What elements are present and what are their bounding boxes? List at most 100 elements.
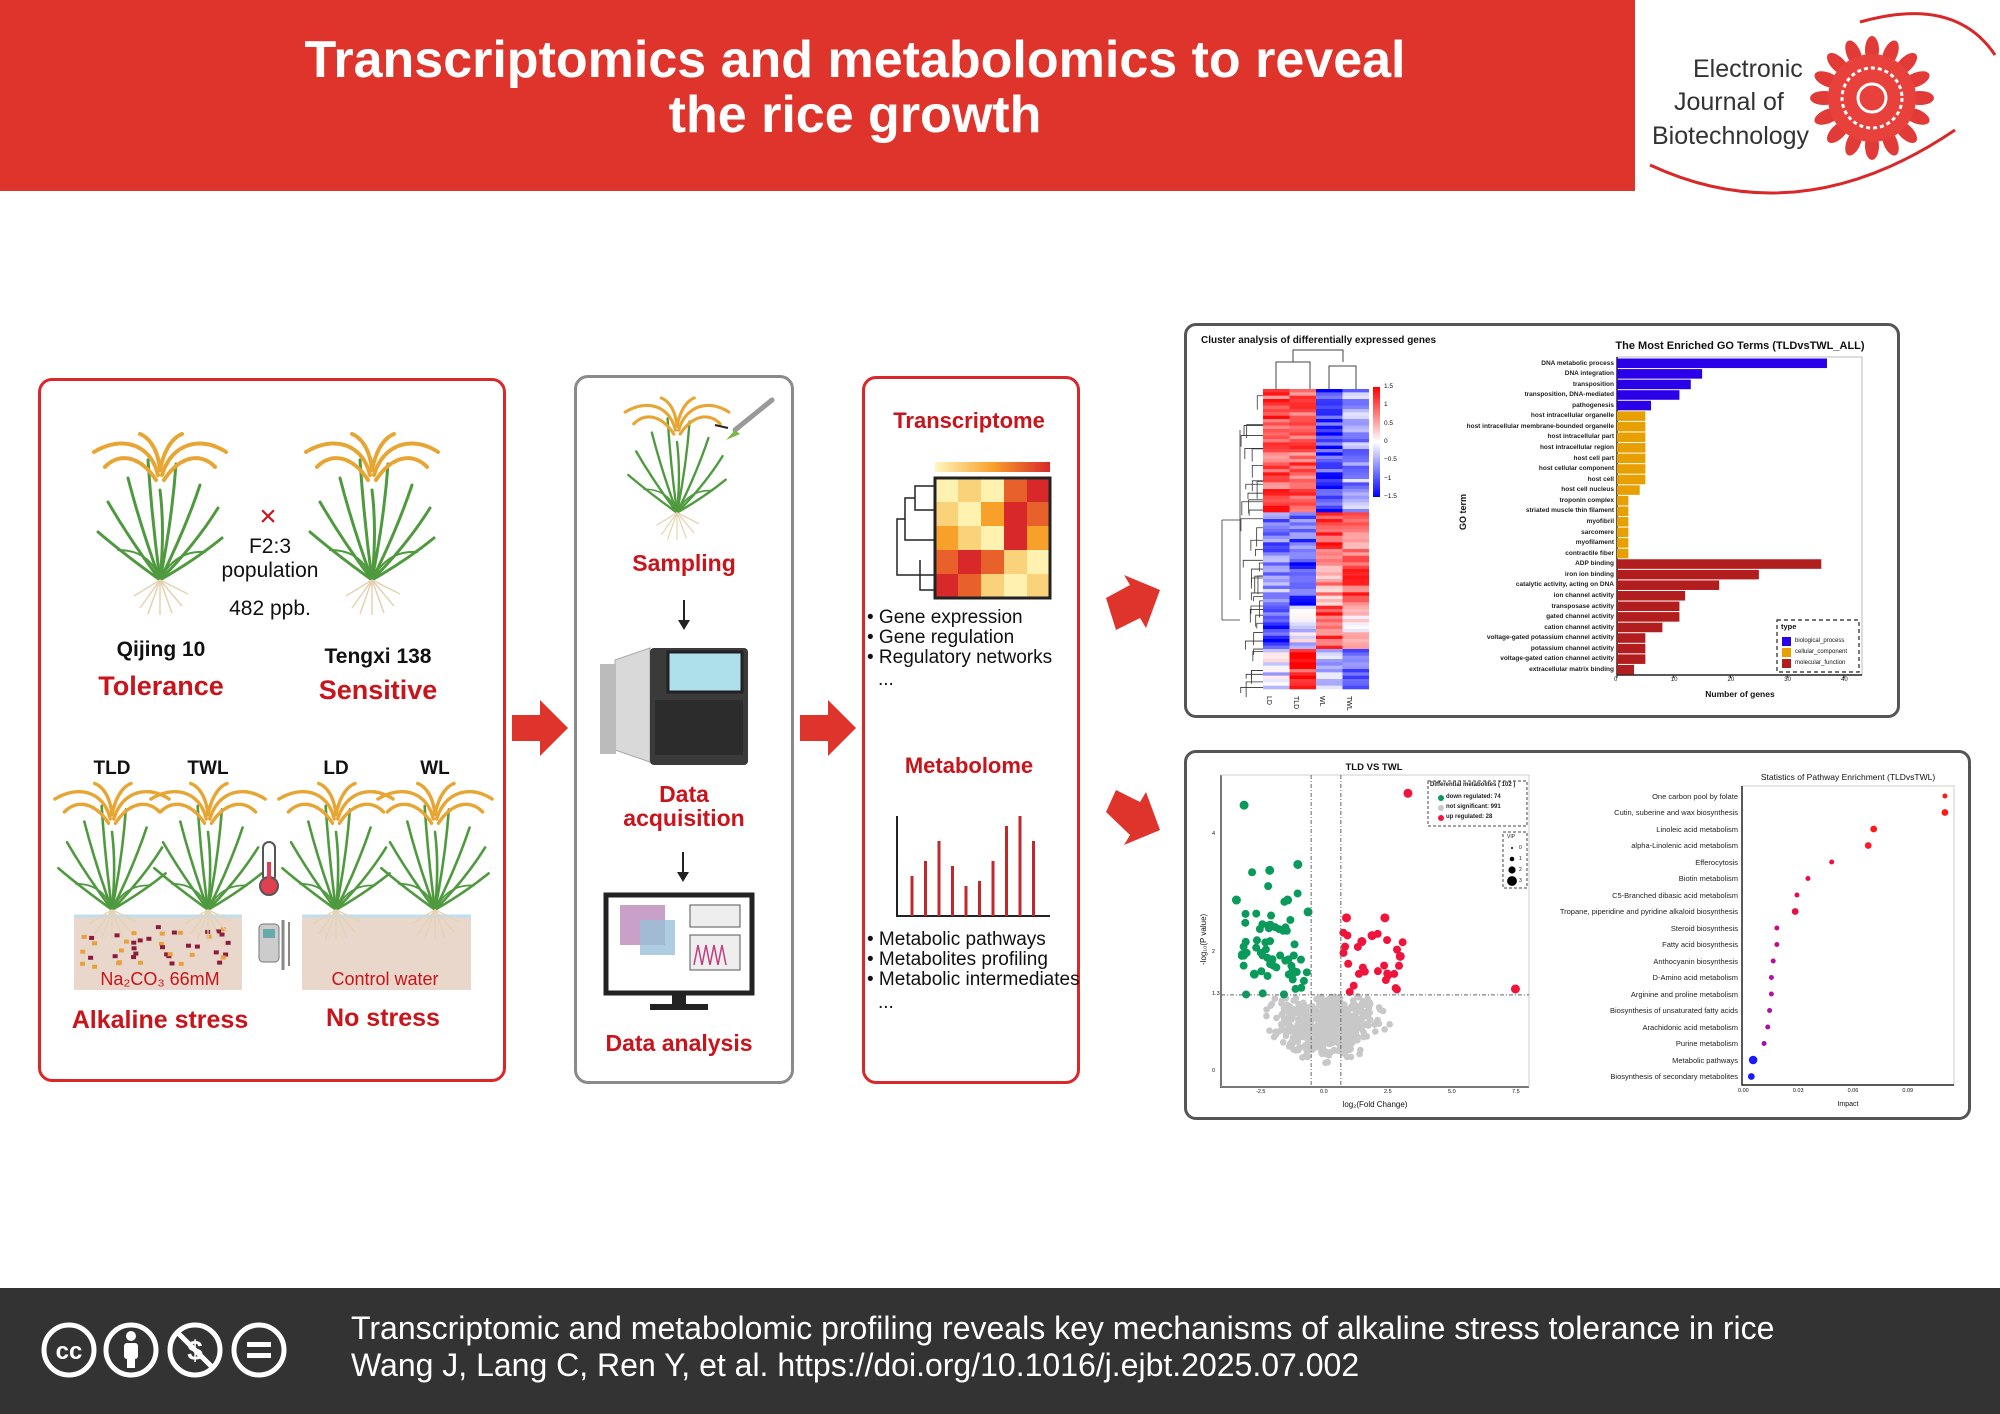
heatmap-cell: [1342, 675, 1369, 680]
row-dendrogram: [1247, 492, 1263, 500]
heatmap-cell: [1289, 559, 1316, 563]
down-point: [1282, 926, 1291, 935]
ns-point: [1304, 1041, 1312, 1049]
heatmap-cell: [1289, 575, 1316, 580]
salt-particle: [89, 935, 95, 940]
heatmap-cell: [1316, 512, 1343, 516]
transcriptome-item: • Gene expression: [867, 607, 1023, 628]
heatmap-cell: [1289, 622, 1316, 626]
heatmap-cell: [1316, 579, 1343, 583]
salt-particle: [80, 961, 86, 966]
heatmap-cell: [1342, 392, 1369, 396]
x-tick-label: 0.00: [1738, 1088, 1749, 1094]
heatmap-cell: [1027, 550, 1050, 574]
go-term-label: contractile fiber: [1565, 549, 1614, 557]
heatmap-cell: [1342, 529, 1369, 533]
row-dendrogram: [1252, 650, 1263, 662]
salt-particle: [167, 952, 173, 957]
down-point: [1290, 940, 1299, 949]
go-term-label: gated channel activity: [1546, 613, 1614, 621]
go-bar: [1617, 421, 1646, 432]
pathway-point: [1768, 975, 1774, 980]
row-dendrogram: [1240, 518, 1263, 532]
journal-logo: [1649, 12, 1997, 195]
heatmap-cell: [1263, 499, 1290, 503]
heatmap-cell: [1316, 442, 1343, 446]
heatmap-cell: [1342, 682, 1369, 686]
heatmap-cell: [1263, 492, 1290, 496]
heatmap-cell: [1316, 459, 1343, 463]
pathway-label: One carbon pool by folate: [1652, 791, 1738, 801]
heatmap-cell: [1342, 659, 1369, 663]
heatmap-cell: [1316, 612, 1343, 616]
salt-particle: [206, 934, 212, 939]
heatmap-cell: [1342, 482, 1369, 486]
row-dendrogram: [1256, 622, 1263, 629]
volcano-title: TLD VS TWL: [1345, 762, 1403, 773]
up-point: [1373, 967, 1382, 976]
heatmap-cell: [935, 550, 958, 574]
heatmap-cell: [1316, 529, 1343, 533]
go-y-axis-label: GO term: [1458, 493, 1468, 530]
significant-point: [1283, 895, 1293, 905]
heatmap-cell: [1263, 632, 1290, 636]
heatmap-cell: [1342, 439, 1369, 443]
legend-marker: [1438, 795, 1444, 801]
heatmap-cell: [1289, 555, 1316, 560]
vip-value: 0: [1519, 845, 1522, 851]
row-dendrogram: [1243, 425, 1263, 437]
x-tick-label: 0.09: [1902, 1088, 1914, 1094]
mandala-emblem-icon: [1810, 35, 1934, 160]
noncommercial-icon: [167, 1322, 223, 1378]
heatmap-cell: [1289, 599, 1316, 603]
stress-solution-label: Na₂CO₃ 66mM: [100, 969, 220, 989]
heatmap-cell: [1342, 645, 1369, 650]
ns-point: [1336, 994, 1344, 1002]
heatmap-cell: [1263, 445, 1290, 450]
heatmap-cell: [1342, 442, 1369, 446]
heatmap-cell: [1342, 409, 1369, 413]
go-term-label: host cell nucleus: [1561, 486, 1614, 494]
vip-legend-box: [1502, 831, 1528, 889]
group-label-wl: WL: [420, 758, 450, 779]
heatmap-cell: [1263, 625, 1290, 630]
heatmap-cell: [1342, 555, 1369, 560]
salt-particle: [131, 931, 137, 936]
metabolome-heading: Metabolome: [904, 753, 1034, 778]
heatmap-cell: [1263, 669, 1290, 673]
heatmap-cell: [1263, 442, 1290, 446]
heatmap-cell: [1263, 542, 1290, 546]
heatmap-cell: [1289, 435, 1316, 440]
heatmap-cell: [1316, 549, 1343, 553]
heatmap-cell: [1263, 415, 1290, 420]
heatmap-cell: [981, 478, 1004, 502]
transcriptome-item: • Gene regulation: [867, 627, 1015, 648]
heatmap-cell: [1342, 652, 1369, 656]
heatmap-cell: [1289, 612, 1316, 616]
heatmap-cell: [1263, 402, 1290, 406]
pathway-point: [1791, 908, 1799, 915]
heatmap-cell: [1263, 659, 1290, 663]
heatmap-cell: [1316, 419, 1343, 423]
heatmap-cell: [958, 478, 981, 502]
up-point: [1381, 976, 1390, 985]
heatmap-cell: [1263, 405, 1290, 410]
heatmap-cell: [1289, 655, 1316, 660]
row-dendrogram: [1256, 395, 1263, 410]
heatmap-cell: [1342, 642, 1369, 646]
ns-point: [1266, 1027, 1273, 1035]
ns-point: [1351, 1034, 1359, 1041]
heatmap-cell: [1263, 532, 1290, 536]
heatmap-cell: [1316, 652, 1343, 656]
go-term-label: DNA integration: [1564, 370, 1614, 378]
pathway-point: [1774, 925, 1780, 931]
mini-bar-chart: [896, 816, 1050, 917]
heatmap-cell: [981, 526, 1004, 550]
heatmap-cell: [1342, 402, 1369, 406]
row-dendrogram: [1240, 435, 1263, 447]
down-point: [1276, 951, 1285, 960]
salt-particle: [137, 938, 143, 943]
citation-authors-doi[interactable]: Wang J, Lang C, Ren Y, et al. https://do…: [351, 1347, 1360, 1383]
go-bar: [1617, 411, 1646, 421]
heatmap-cell: [1316, 682, 1343, 686]
